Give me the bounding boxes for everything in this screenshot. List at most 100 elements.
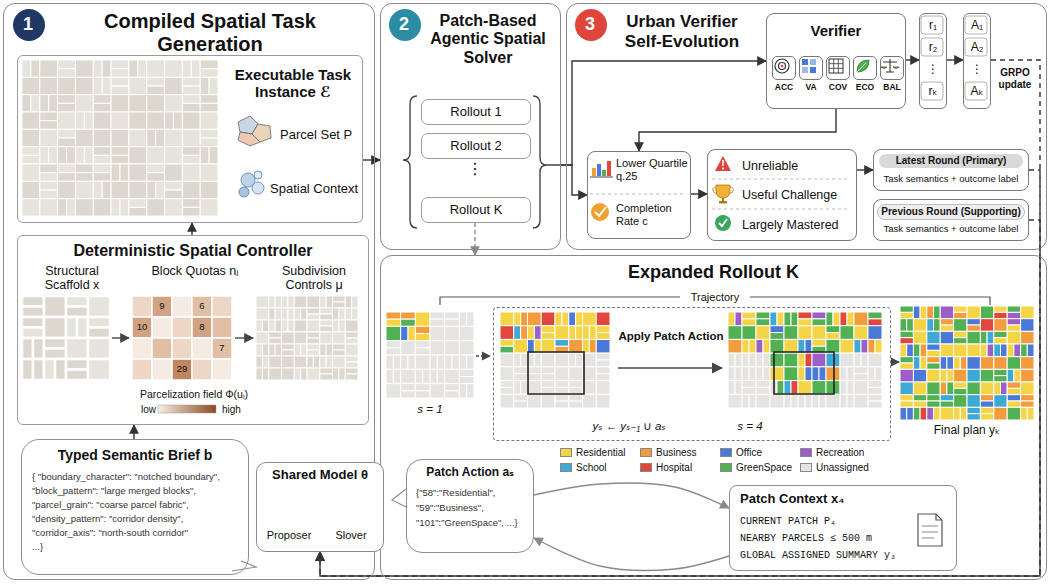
plan-map (500, 312, 610, 408)
balance-frame (883, 59, 897, 72)
parcel (826, 326, 840, 333)
parcel (275, 320, 281, 332)
text-slot: Proposer (259, 529, 319, 542)
parcel (22, 164, 40, 181)
metric-name: BAL (876, 83, 908, 93)
parcel (67, 147, 76, 164)
map-ground (22, 296, 110, 380)
step-number: 3 (575, 14, 605, 35)
text-slot: "101":"GreenSpace", ...} (416, 518, 530, 529)
parcel (960, 357, 967, 370)
parcel (415, 312, 430, 326)
category-name: Unreliable (742, 159, 854, 173)
parcel (333, 368, 339, 380)
parcel (307, 314, 320, 320)
parcel (282, 350, 295, 356)
parcel (307, 356, 313, 368)
stage-arrow (235, 337, 253, 338)
quota-block (172, 359, 192, 380)
parcel (58, 77, 76, 94)
parcel (386, 355, 393, 369)
parcel (994, 395, 1007, 408)
text-slot: Task semantics + outcome label (874, 224, 1028, 235)
parcel (102, 77, 111, 94)
parcel (798, 319, 812, 326)
document-icon (918, 514, 942, 546)
parcel (269, 344, 275, 356)
parcel (900, 357, 913, 363)
parcel (256, 308, 269, 320)
scale-end: low (110, 404, 156, 416)
parcel (756, 387, 770, 394)
parcel (165, 129, 183, 146)
parcel (967, 414, 980, 420)
parcel (900, 306, 913, 312)
parcel (44, 349, 66, 360)
parcel (1007, 407, 1020, 420)
parcel (742, 381, 756, 388)
parcel (987, 344, 994, 357)
parcel (200, 103, 218, 112)
parcel (967, 382, 980, 395)
parcel (954, 382, 967, 388)
parcel (528, 381, 542, 395)
parcel (275, 344, 281, 356)
parcel (75, 112, 84, 129)
parcel (200, 69, 218, 78)
map-ground (22, 60, 218, 216)
parcel (868, 367, 875, 381)
map-ground (500, 312, 610, 408)
parcel (980, 344, 987, 357)
code-line: "block_pattern": "large merged blocks", (32, 486, 246, 497)
stage-caption: Structural Scaffold x (22, 264, 122, 293)
parcel (320, 308, 333, 314)
parcel (791, 312, 798, 326)
parcel (980, 369, 993, 382)
parcel (262, 368, 268, 380)
parcel (569, 394, 583, 401)
check-badge (591, 203, 609, 221)
parcel (500, 367, 514, 381)
parcel (791, 394, 798, 408)
parcel (58, 181, 76, 198)
parcel (182, 86, 200, 95)
parcel (940, 319, 953, 325)
text-slot: Rollout 1 (422, 105, 530, 120)
parcel (320, 374, 333, 380)
parcel (913, 382, 926, 395)
parcel (913, 369, 926, 382)
quota-block (192, 359, 212, 380)
parcel (40, 199, 58, 216)
quota-block (152, 296, 172, 317)
parcel (307, 368, 320, 380)
text-slot: Patch-Based Agentic Spatial Solver (417, 12, 559, 67)
parcel (437, 355, 444, 369)
box-title: Shared Model θ (257, 468, 383, 483)
legend-swatch (560, 463, 572, 472)
parcel (120, 199, 129, 216)
parcel (555, 401, 569, 408)
parcel (415, 384, 430, 391)
parcel (22, 296, 44, 307)
parcel (22, 338, 33, 359)
parcel (49, 147, 58, 164)
code-line: {"58":"Residential", (416, 488, 530, 499)
parcel (386, 348, 401, 355)
parcel (200, 95, 218, 104)
parcel (994, 344, 1001, 357)
flow-arrow (191, 223, 192, 235)
brace (533, 96, 547, 228)
feedback-arrow (320, 170, 1040, 576)
parcel (66, 370, 88, 381)
edge-label: GRPO update (994, 66, 1036, 91)
parcel (528, 394, 542, 408)
plan-map (386, 312, 474, 398)
parcel (339, 368, 345, 380)
parcel (156, 129, 165, 146)
parcel (913, 395, 926, 401)
parcel (445, 319, 460, 326)
parcel (75, 181, 93, 198)
parcel (569, 381, 583, 388)
quota-block (152, 359, 172, 380)
parcel (589, 339, 596, 353)
